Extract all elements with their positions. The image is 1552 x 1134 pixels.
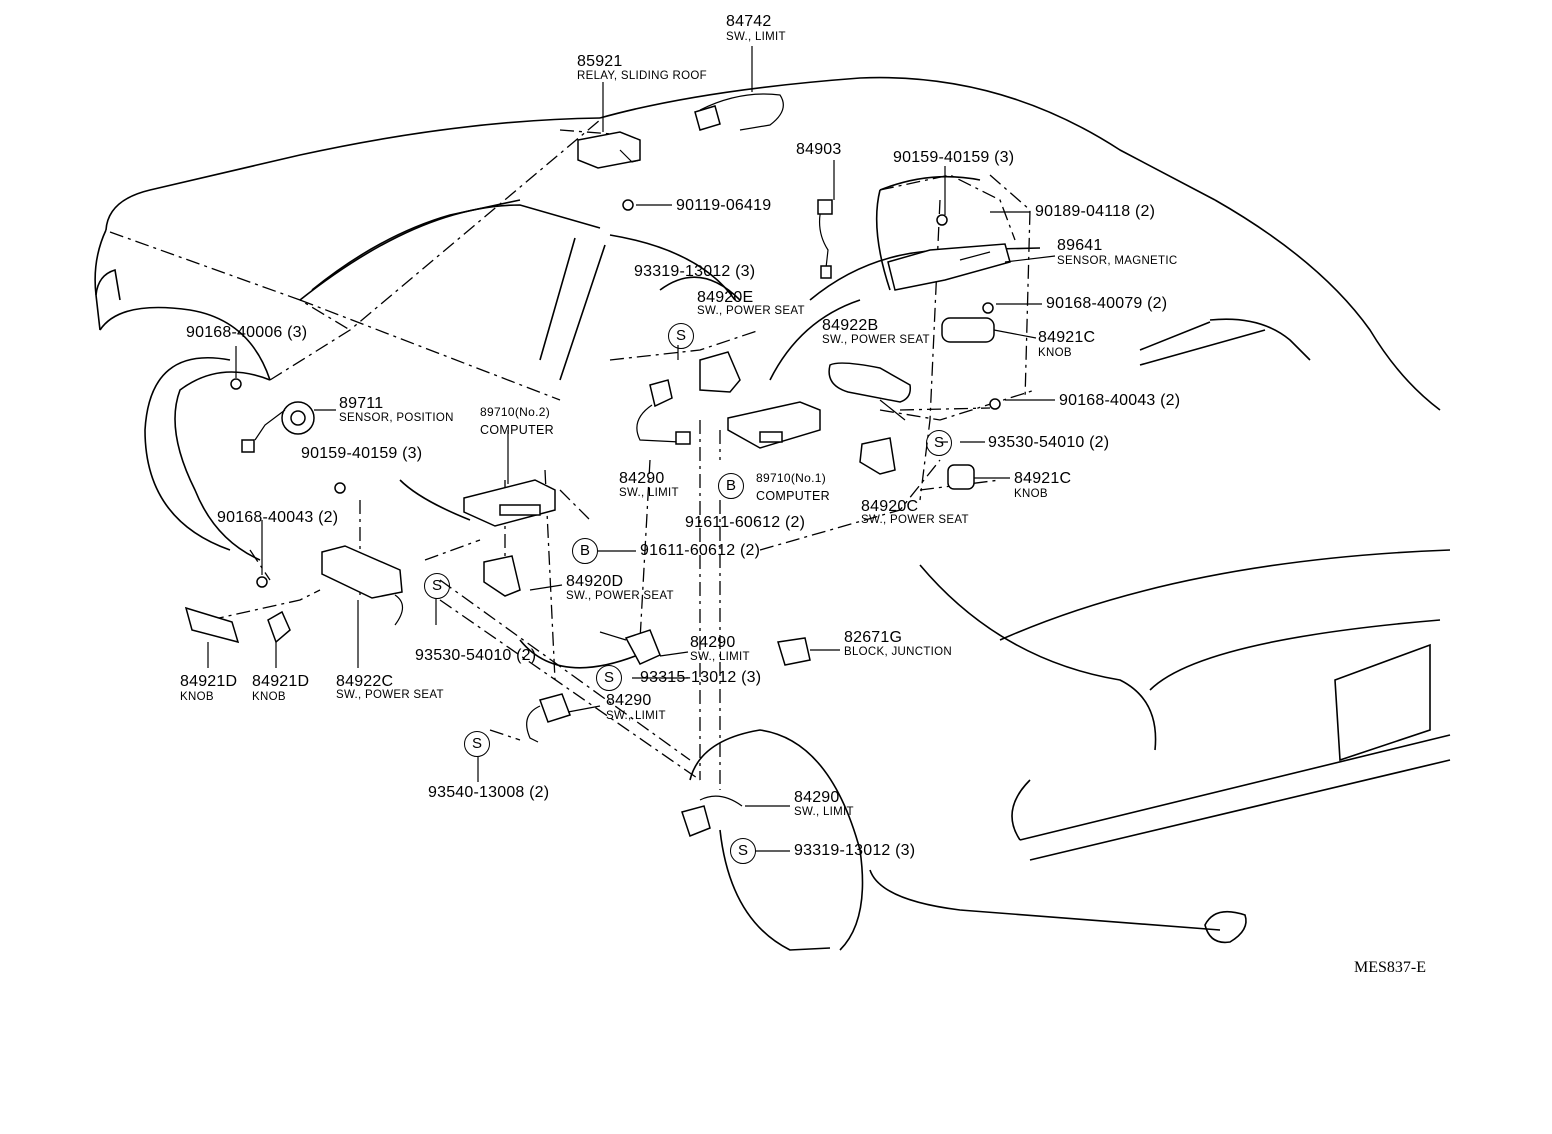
symbol-s-lower: S xyxy=(464,731,490,757)
part-desc-84922B: SW., POWER SEAT xyxy=(822,334,930,346)
part-switch-84922B xyxy=(828,362,912,421)
part-screws-right xyxy=(936,214,1001,410)
part-number-90119-06419: 90119-06419 xyxy=(676,197,772,214)
part-desc-84920E: SW., POWER SEAT xyxy=(697,305,805,317)
part-number-90189-04118: 90189-04118 (2) xyxy=(1035,203,1156,220)
symbol-s-left: S xyxy=(424,573,450,599)
part-number-89710-no2: 89710(No.2) xyxy=(480,405,551,419)
part-computer-no1 xyxy=(727,401,821,449)
part-number-90168-40043-left: 90168-40043 (2) xyxy=(217,509,339,526)
part-desc-84920C: SW., POWER SEAT xyxy=(861,514,969,526)
part-number-93540-13008: 93540-13008 (2) xyxy=(428,784,550,801)
part-number-84742: 84742 xyxy=(726,13,772,30)
part-number-84920C: 84920C xyxy=(861,498,919,515)
part-number-89641: 89641 xyxy=(1057,237,1103,254)
diagram-reference-code: MES837-E xyxy=(1354,959,1426,976)
part-screws-left xyxy=(230,378,346,588)
part-computer-no2 xyxy=(463,479,556,527)
symbol-b-upper: B xyxy=(718,473,744,499)
part-number-84920E: 84920E xyxy=(697,289,754,306)
part-number-93530-54010-left: 93530-54010 (2) xyxy=(415,647,537,664)
part-number-93319-13012-top: 93319-13012 (3) xyxy=(634,263,756,280)
part-number-84290-upper: 84290 xyxy=(619,470,665,487)
part-desc-85921: RELAY, SLIDING ROOF xyxy=(577,70,707,82)
part-desc-84921D-mid: KNOB xyxy=(252,691,286,703)
part-desc-84920D: SW., POWER SEAT xyxy=(566,590,674,602)
part-screw-90119 xyxy=(622,199,634,211)
part-number-91611-60612-upper: 91611-60612 (2) xyxy=(685,514,806,531)
part-knob-84921D-left xyxy=(184,606,240,644)
part-number-90168-40079: 90168-40079 (2) xyxy=(1046,295,1168,312)
part-number-89710-no1: 89710(No.1) xyxy=(756,471,827,485)
part-limit-switch-lower xyxy=(526,693,571,743)
part-number-89711: 89711 xyxy=(339,395,384,412)
part-number-90168-40006: 90168-40006 (3) xyxy=(186,324,308,341)
part-number-84920D: 84920D xyxy=(566,573,624,590)
part-number-84921C-bottom: 84921C xyxy=(1014,470,1072,487)
part-desc-89711: SENSOR, POSITION xyxy=(339,412,454,424)
part-switch-84922C xyxy=(321,545,404,626)
part-knob-84921C-bottom xyxy=(947,464,975,490)
part-number-91611-60612-lower: 91611-60612 (2) xyxy=(640,542,761,559)
part-number-93530-54010-right: 93530-54010 (2) xyxy=(988,434,1110,451)
part-magnetic-sensor xyxy=(887,243,1011,291)
part-desc-84922C: SW., POWER SEAT xyxy=(336,689,444,701)
part-number-85921: 85921 xyxy=(577,53,623,70)
part-number-84290-rear: 84290 xyxy=(794,789,840,806)
part-number-90168-40043-right: 90168-40043 (2) xyxy=(1059,392,1181,409)
part-desc-84742: SW., LIMIT xyxy=(726,31,786,43)
part-number-93319-13012-bottom: 93319-13012 (3) xyxy=(794,842,916,859)
part-limit-switch-roof xyxy=(694,93,784,131)
part-limit-switch-mid xyxy=(599,629,661,665)
part-number-84903: 84903 xyxy=(796,141,842,158)
symbol-b-lower: B xyxy=(572,538,598,564)
part-desc-84921C-top: KNOB xyxy=(1038,347,1072,359)
part-number-84921C-top: 84921C xyxy=(1038,329,1096,346)
part-desc-84290-rear: SW., LIMIT xyxy=(794,806,854,818)
part-84903-harness xyxy=(817,199,833,279)
symbol-s-mid: S xyxy=(596,665,622,691)
part-number-84922C: 84922C xyxy=(336,673,394,690)
part-number-84290-lower: 84290 xyxy=(606,692,652,709)
part-switch-84920D xyxy=(483,555,521,597)
part-desc-84290-upper: SW., LIMIT xyxy=(619,487,679,499)
symbol-s-bottom: S xyxy=(730,838,756,864)
part-position-sensor xyxy=(241,401,315,453)
part-desc-89710-no2: COMPUTER xyxy=(480,423,554,437)
part-number-90159-40159-left: 90159-40159 (3) xyxy=(301,445,423,462)
part-number-84290-mid: 84290 xyxy=(690,634,736,651)
part-number-90159-40159-top: 90159-40159 (3) xyxy=(893,149,1015,166)
symbol-s-right: S xyxy=(926,430,952,456)
part-number-84921D-mid: 84921D xyxy=(252,673,310,690)
part-junction-block xyxy=(777,637,811,666)
part-switch-84920E xyxy=(699,351,741,393)
part-knob-84921D-mid xyxy=(267,610,291,644)
symbol-s-top: S xyxy=(668,323,694,349)
part-desc-82671G: BLOCK, JUNCTION xyxy=(844,646,953,658)
part-desc-84921C-bottom: KNOB xyxy=(1014,488,1048,500)
part-number-82671G: 82671G xyxy=(844,629,903,646)
part-number-84921D-left: 84921D xyxy=(180,673,238,690)
part-switch-84920C xyxy=(859,437,896,475)
part-knob-84921C-top xyxy=(941,317,995,343)
part-desc-89641: SENSOR, MAGNETIC xyxy=(1057,255,1178,267)
leader-lines xyxy=(207,46,1056,852)
part-desc-84290-mid: SW., LIMIT xyxy=(690,651,750,663)
part-number-84922B: 84922B xyxy=(822,317,879,334)
part-desc-89710-no1: COMPUTER xyxy=(756,489,830,503)
part-desc-84921D-left: KNOB xyxy=(180,691,214,703)
part-number-93315-13012: 93315-13012 (3) xyxy=(640,669,762,686)
part-desc-84290-lower: SW., LIMIT xyxy=(606,710,666,722)
part-limit-switch-upper xyxy=(636,379,691,445)
part-limit-switch-rear xyxy=(681,795,743,837)
part-relay-sliding-roof xyxy=(577,131,641,169)
